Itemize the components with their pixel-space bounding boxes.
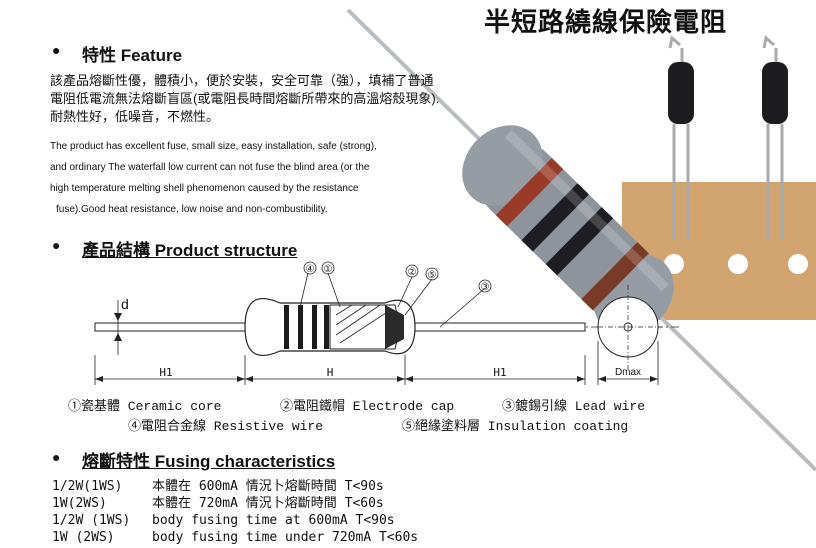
- caption-insulation-coating: ⑤絕緣塗料層 Insulation coating: [402, 419, 629, 434]
- callout-5: ⑤: [428, 270, 437, 281]
- feature-en-line: fuse).Good heat resistance, low noise an…: [56, 204, 328, 215]
- callout-1: ①: [324, 264, 333, 275]
- small-resistor-right: [762, 35, 788, 240]
- fusing-row: 1/2W (1WS) body fusing time at 600mA T<90…: [52, 512, 418, 529]
- fusing-spec: 1/2W(1WS): [52, 479, 123, 494]
- dimension-dmax: Dmax: [615, 367, 641, 378]
- fusing-desc: 本體在 600mA 情況卜熔斷時間 T<90s: [152, 479, 384, 494]
- dimension-h: H: [327, 366, 334, 379]
- callout-4: ④: [306, 264, 315, 275]
- feature-zh-line: 電阻低電流無法熔斷盲區(或電阻長時間熔斷所帶來的高溫熔殼現象).: [50, 91, 440, 106]
- fusing-row: 1W (2WS) body fusing time under 720mA T<6…: [52, 529, 418, 546]
- dimension-h1-right: H1: [493, 366, 506, 379]
- dimension-d: d: [121, 296, 129, 312]
- caption-electrode-cap: ②電阻鐵帽 Electrode cap: [280, 399, 455, 414]
- caption-resistive-wire: ④電阻合金線 Resistive wire: [128, 419, 324, 434]
- fusing-spec: 1W(2WS): [52, 496, 107, 511]
- fusing-desc: body fusing time under 720mA T<60s: [152, 530, 419, 545]
- callout-3: ③: [481, 282, 490, 293]
- feature-en-line: high temperature melting shell phenomeno…: [50, 183, 359, 194]
- fusing-heading: 熔斷特性 Fusing characteristics: [82, 452, 336, 471]
- fusing-row: 1W(2WS) 本體在 720mA 情況卜熔斷時間 T<60s: [52, 495, 418, 512]
- fusing-row: 1/2W(1WS) 本體在 600mA 情況卜熔斷時間 T<90s: [52, 478, 418, 495]
- feature-zh-line: 該產品熔斷性優，體積小，便於安裝，安全可靠（強），填補了普通: [50, 73, 434, 88]
- fusing-bullet: ●: [52, 449, 61, 465]
- feature-zh-text: 該產品熔斷性優，體積小，便於安裝，安全可靠（強），填補了普通 電阻低電流無法熔斷…: [50, 72, 439, 126]
- feature-en-line: and ordinary The waterfall low current c…: [50, 162, 370, 173]
- caption-lead-wire: ③鍍錫引線 Lead wire: [502, 399, 646, 414]
- fusing-desc: 本體在 720mA 情況卜熔斷時間 T<60s: [152, 496, 384, 511]
- small-resistor-left: [668, 35, 694, 240]
- feature-heading: 特性 Feature: [82, 46, 183, 65]
- page-title: 半短路繞線保險電阻: [484, 8, 728, 38]
- feature-zh-line: 耐熱性好，低噪音，不燃性。: [50, 109, 220, 124]
- structure-bullet: ●: [52, 237, 61, 253]
- dimension-h1-left: H1: [159, 366, 172, 379]
- fusing-spec: 1/2W (1WS): [52, 513, 131, 528]
- callout-2: ②: [408, 267, 417, 278]
- tape-holes: [664, 254, 808, 274]
- fusing-desc: body fusing time at 600mA T<90s: [152, 513, 395, 528]
- product-photo: [346, 8, 816, 472]
- feature-bullet: ●: [52, 42, 61, 58]
- feature-en-line: The product has excellent fuse, small si…: [50, 141, 377, 152]
- structure-diagram: ④ ① ② ⑤ ③ d H1 H H1 Dmax: [94, 261, 680, 385]
- fusing-spec: 1W (2WS): [52, 530, 115, 545]
- structure-heading: 產品結構 Product structure: [82, 241, 298, 260]
- fusing-table: 1/2W(1WS) 本體在 600mA 情況卜熔斷時間 T<90s 1W(2WS)…: [52, 478, 418, 546]
- feature-en-text: The product has excellent fuse, small si…: [50, 136, 377, 220]
- large-resistor: [346, 8, 816, 472]
- caption-ceramic-core: ①瓷基體 Ceramic core: [68, 399, 222, 414]
